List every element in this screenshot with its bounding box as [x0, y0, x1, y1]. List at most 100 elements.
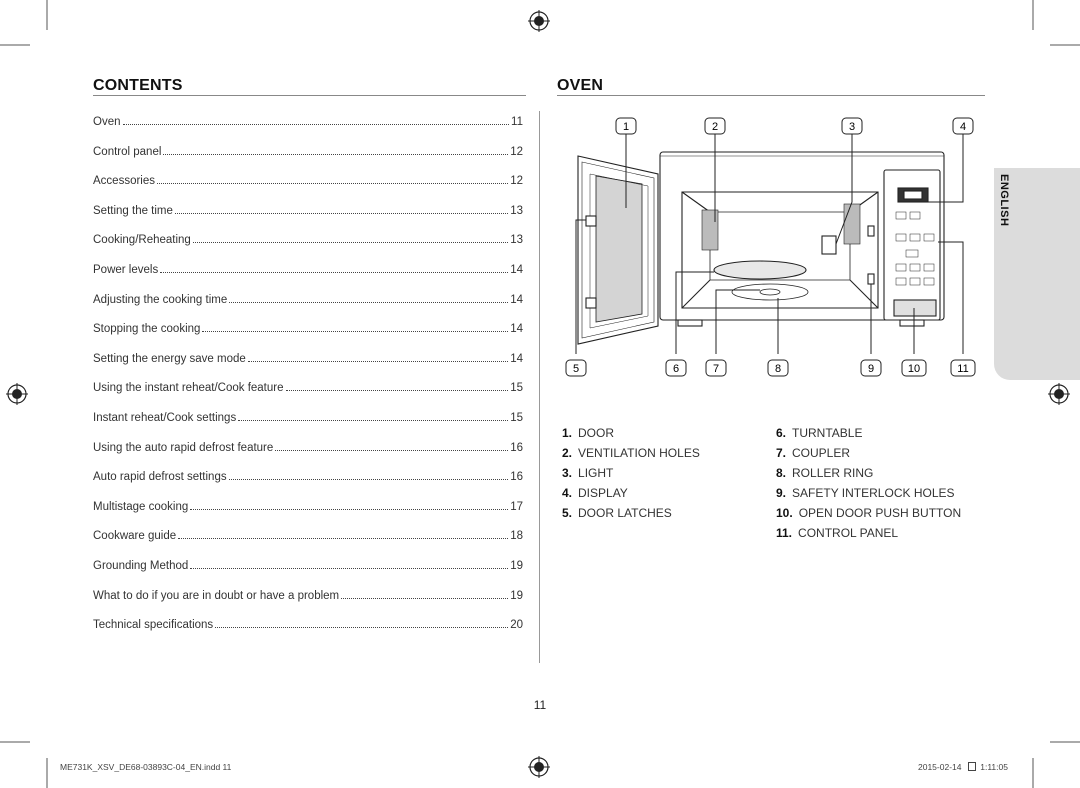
- legend-item: 6.TURNTABLE: [776, 426, 863, 440]
- open-door-push-button: [893, 299, 937, 317]
- toc-entry: Cookware guide 18: [93, 526, 523, 542]
- toc-entry-page: 14: [510, 323, 523, 336]
- toc-entry: Instant reheat/Cook settings 15: [93, 408, 523, 424]
- oven-body: [659, 151, 945, 321]
- toc-leader-dots: [238, 420, 509, 421]
- language-tab: [994, 168, 1080, 380]
- toc-entry-page: 15: [510, 382, 523, 395]
- toc-leader-dots: [192, 242, 509, 244]
- toc-entry: Multistage cooking 17: [93, 497, 523, 513]
- callout-8-label: 8: [775, 363, 781, 375]
- toc-entry-page: 15: [510, 412, 523, 424]
- toc-entry-page: 16: [510, 471, 523, 484]
- callout-9-label: 9: [868, 363, 874, 375]
- callout-2: [704, 117, 726, 135]
- toc-entry-title: Technical specifications: [93, 619, 214, 632]
- contents-rule: [93, 95, 526, 96]
- toc-entry-title: Control panel: [93, 145, 162, 158]
- toc-leader-dots: [215, 627, 509, 629]
- footer-timestamp: 2015-02-14 1:11:05: [918, 762, 1008, 772]
- toc-entry-title: Accessories: [93, 175, 155, 188]
- light: [821, 235, 837, 255]
- callout-1-label: 1: [623, 121, 629, 133]
- legend-item: 10.OPEN DOOR PUSH BUTTON: [776, 506, 962, 520]
- turntable: [713, 260, 807, 280]
- toc-entry-title: Stopping the cooking: [93, 323, 201, 336]
- toc-entry-page: 14: [510, 264, 523, 276]
- oven-diagram: 1 2 3 4 5 6 7 8 9 10 11: [565, 117, 976, 377]
- legend-item: 3.LIGHT: [562, 466, 614, 480]
- door-latch-bottom: [585, 297, 597, 309]
- toc-leader-dots: [122, 124, 510, 125]
- toc-entry-title: Multistage cooking: [93, 500, 189, 513]
- toc-entry-title: Using the auto rapid defrost feature: [93, 441, 274, 454]
- callout-8: [767, 359, 789, 377]
- toc-entry: Power levels 14: [93, 260, 523, 276]
- toc-entry-title: Auto rapid defrost settings: [93, 471, 227, 484]
- callout-7-label: 7: [713, 363, 719, 375]
- callout-5: [565, 359, 587, 377]
- legend-item: 1.DOOR: [562, 426, 615, 440]
- toc-entry-page: 18: [510, 530, 523, 543]
- legend-item: 8.ROLLER RING: [776, 466, 874, 480]
- footer-date: 2015-02-14: [918, 762, 962, 772]
- callout-6-label: 6: [673, 363, 679, 375]
- toc-entry: Accessories 12: [93, 171, 523, 187]
- toc-entry: Using the instant reheat/Cook feature 15: [93, 378, 523, 394]
- ventilation-holes-right: [843, 203, 861, 245]
- toc-leader-dots: [228, 479, 509, 481]
- callout-2-label: 2: [712, 121, 718, 133]
- footer-time-box: [967, 762, 976, 771]
- safety-interlock-hole-top: [867, 225, 875, 237]
- toc-entry-page: 13: [510, 234, 523, 247]
- toc-entry-page: 20: [510, 619, 523, 632]
- registration-mark-top: [528, 10, 550, 32]
- callout-10-label: 10: [908, 363, 920, 375]
- toc-entry-title: Cooking/Reheating: [93, 234, 191, 247]
- page-number: 11: [533, 698, 547, 712]
- legend-item: 7.COUPLER: [776, 446, 851, 460]
- toc-entry-page: 13: [510, 204, 523, 217]
- ventilation-holes: [701, 209, 719, 251]
- oven-heading: OVEN: [557, 77, 604, 94]
- registration-mark-right: [1048, 383, 1070, 405]
- toc-leader-dots: [157, 183, 509, 185]
- toc-entry-page: 16: [510, 441, 523, 454]
- toc-entry: Stopping the cooking 14: [93, 319, 523, 335]
- toc-entry-title: Grounding Method: [93, 560, 189, 572]
- roller-ring: [731, 283, 809, 301]
- toc-entry-title: Cookware guide: [93, 530, 177, 543]
- legend-item: 4.DISPLAY: [562, 486, 628, 500]
- toc-leader-dots: [190, 508, 509, 510]
- toc-entry-page: 12: [510, 175, 523, 188]
- toc-entry-title: Power levels: [93, 264, 159, 276]
- toc-entry-title: What to do if you are in doubt or have a…: [93, 589, 340, 602]
- door-latch-top: [585, 215, 597, 227]
- callout-6: [665, 359, 687, 377]
- callout-9: [860, 359, 882, 377]
- callouts-top: 1 2 3 4: [615, 117, 974, 135]
- toc-leader-dots: [275, 449, 509, 451]
- toc-entry: Setting the time 13: [93, 201, 523, 217]
- toc-entry-title: Using the instant reheat/Cook feature: [93, 382, 284, 395]
- toc-entry-title: Setting the energy save mode: [93, 352, 246, 365]
- toc-entry-title: Setting the time: [93, 204, 173, 217]
- toc-entry: What to do if you are in doubt or have a…: [93, 586, 523, 602]
- toc-entry-title: Instant reheat/Cook settings: [93, 412, 237, 424]
- toc-entry-page: 17: [510, 500, 523, 513]
- door-window: [595, 175, 643, 323]
- registration-mark-bottom: [528, 756, 550, 778]
- legend-item: 2.VENTILATION HOLES: [562, 446, 700, 460]
- toc-entry: Cooking/Reheating 13: [93, 230, 523, 246]
- callout-3: [841, 117, 863, 135]
- toc-leader-dots: [285, 390, 509, 392]
- oven-rule: [557, 95, 985, 96]
- toc-leader-dots: [202, 331, 509, 333]
- callout-7: [705, 359, 727, 377]
- toc-entry-page: 19: [510, 589, 523, 602]
